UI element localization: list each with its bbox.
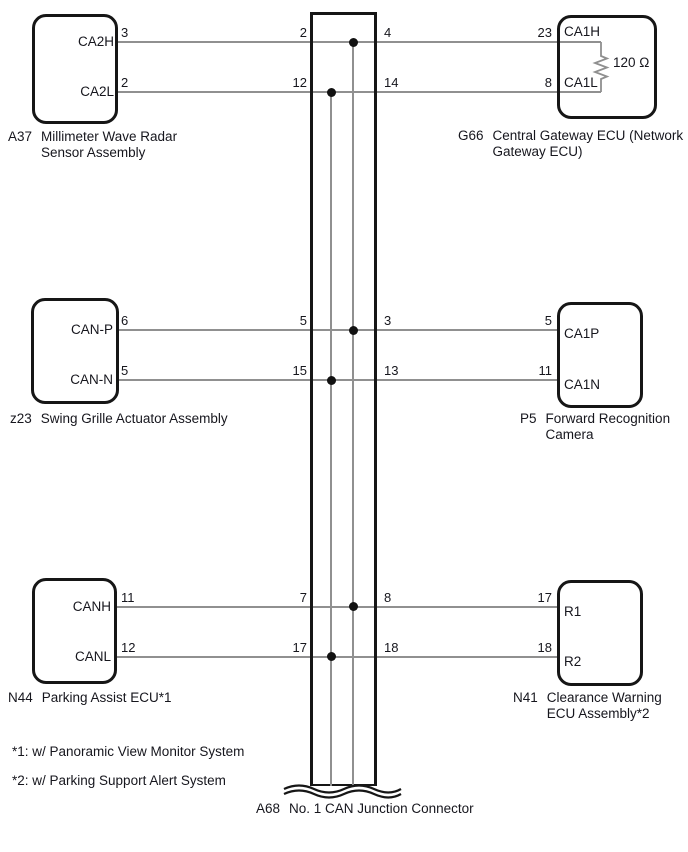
module-box-n44 xyxy=(32,578,117,684)
pin-label-r1: R1 xyxy=(564,604,582,619)
junction-pin-left: 7 xyxy=(299,590,307,605)
junction-dot xyxy=(327,376,336,385)
wire-canh-to-r1 xyxy=(116,606,559,608)
wire-cann-to-ca1n xyxy=(118,379,559,381)
junction-dot xyxy=(349,38,358,47)
module-name-line: Sensor Assembly xyxy=(41,144,146,160)
pin-number-a37-3: 3 xyxy=(121,25,129,40)
pin-number-z23-6: 6 xyxy=(121,313,129,328)
pin-number-g66-8: 8 xyxy=(544,75,552,90)
caption-n44: N44 Parking Assist ECU*1 xyxy=(8,690,172,706)
module-id: P5 xyxy=(520,411,537,426)
pin-label-ca1h: CA1H xyxy=(564,24,601,39)
pin-number-n41-17: 17 xyxy=(537,590,552,605)
pin-label-can-n: CAN-N xyxy=(70,372,113,387)
wire-ca2h-to-ca1h xyxy=(117,41,601,43)
module-box-p5 xyxy=(557,302,643,408)
junction-dot xyxy=(327,652,336,661)
caption-a37: A37 Millimeter Wave Radar Sensor Assembl… xyxy=(8,129,177,160)
module-name-line: ECU Assembly*2 xyxy=(546,705,650,721)
junction-pin-right: 13 xyxy=(384,363,399,378)
pin-label-r2: R2 xyxy=(564,654,582,669)
junction-name: No. 1 CAN Junction Connector xyxy=(289,801,474,816)
pin-label-can-p: CAN-P xyxy=(70,322,113,337)
caption-n41: N41 Clearance Warning ECU Assembly*2 xyxy=(513,690,662,721)
module-id: N41 xyxy=(513,690,538,705)
junction-pin-right: 3 xyxy=(384,313,392,328)
junction-pin-left: 12 xyxy=(292,75,307,90)
module-box-a37 xyxy=(32,14,118,124)
bus-internal-wire-high xyxy=(352,42,354,786)
junction-pin-right: 4 xyxy=(384,25,392,40)
footnote-1: *1: w/ Panoramic View Monitor System xyxy=(12,744,245,759)
pin-label-ca2h: CA2H xyxy=(77,34,114,49)
pin-label-canl: CANL xyxy=(74,649,111,664)
pin-label-ca1l: CA1L xyxy=(564,75,598,90)
pin-label-ca2l: CA2L xyxy=(80,84,114,99)
pin-number-n44-12: 12 xyxy=(121,640,136,655)
junction-pin-left: 5 xyxy=(299,313,307,328)
junction-id: A68 xyxy=(256,801,281,816)
module-name-line: Clearance Warning xyxy=(546,690,662,705)
module-name-line: Swing Grille Actuator Assembly xyxy=(40,411,228,426)
module-box-z23 xyxy=(31,298,119,404)
module-name-line: Gateway ECU) xyxy=(492,143,583,159)
junction-pin-right: 18 xyxy=(384,640,399,655)
wire-canp-to-ca1p xyxy=(118,329,559,331)
caption-g66: G66 Central Gateway ECU (Network Gateway… xyxy=(458,128,683,159)
module-name-line: Camera xyxy=(545,426,594,442)
caption-a68: A68 No. 1 CAN Junction Connector xyxy=(256,801,474,817)
junction-pin-left: 2 xyxy=(299,25,307,40)
module-id: N44 xyxy=(8,690,33,705)
pin-label-ca1n: CA1N xyxy=(564,377,601,392)
wire-canl-to-r2 xyxy=(116,656,559,658)
junction-pin-right: 8 xyxy=(384,590,392,605)
pin-label-ca1p: CA1P xyxy=(564,326,600,341)
junction-connector-body xyxy=(310,12,377,786)
junction-dot xyxy=(327,88,336,97)
module-name-line: Forward Recognition xyxy=(545,411,671,426)
module-name-line: Central Gateway ECU (Network xyxy=(492,128,684,143)
footnote-2: *2: w/ Parking Support Alert System xyxy=(12,773,226,788)
pin-number-n44-11: 11 xyxy=(121,590,135,605)
module-id: z23 xyxy=(10,411,32,426)
pin-number-a37-2: 2 xyxy=(121,75,129,90)
resistor-icon xyxy=(592,42,610,92)
resistor-value: 120 Ω xyxy=(613,55,650,70)
module-name-line: Parking Assist ECU*1 xyxy=(41,690,172,705)
pin-number-n41-18: 18 xyxy=(537,640,552,655)
pin-number-g66-23: 23 xyxy=(537,25,552,40)
junction-pin-left: 17 xyxy=(292,640,307,655)
pin-number-p5-5: 5 xyxy=(544,313,552,328)
caption-p5: P5 Forward Recognition Camera xyxy=(520,411,670,442)
wavy-break-icon xyxy=(283,784,402,799)
junction-dot xyxy=(349,602,358,611)
pin-label-canh: CANH xyxy=(72,599,111,614)
pin-number-z23-5: 5 xyxy=(121,363,129,378)
pin-number-p5-11: 11 xyxy=(538,363,553,378)
wire-ca2l-to-ca1l xyxy=(117,91,601,93)
junction-dot xyxy=(349,326,358,335)
module-box-n41 xyxy=(557,580,643,686)
module-box-g66 xyxy=(557,15,657,119)
module-id: A37 xyxy=(8,129,33,144)
junction-pin-left: 15 xyxy=(292,363,307,378)
bus-internal-wire-low xyxy=(330,92,332,786)
junction-pin-right: 14 xyxy=(384,75,399,90)
caption-z23: z23 Swing Grille Actuator Assembly xyxy=(10,411,228,427)
module-id: G66 xyxy=(458,128,484,143)
module-name-line: Millimeter Wave Radar xyxy=(41,129,178,144)
